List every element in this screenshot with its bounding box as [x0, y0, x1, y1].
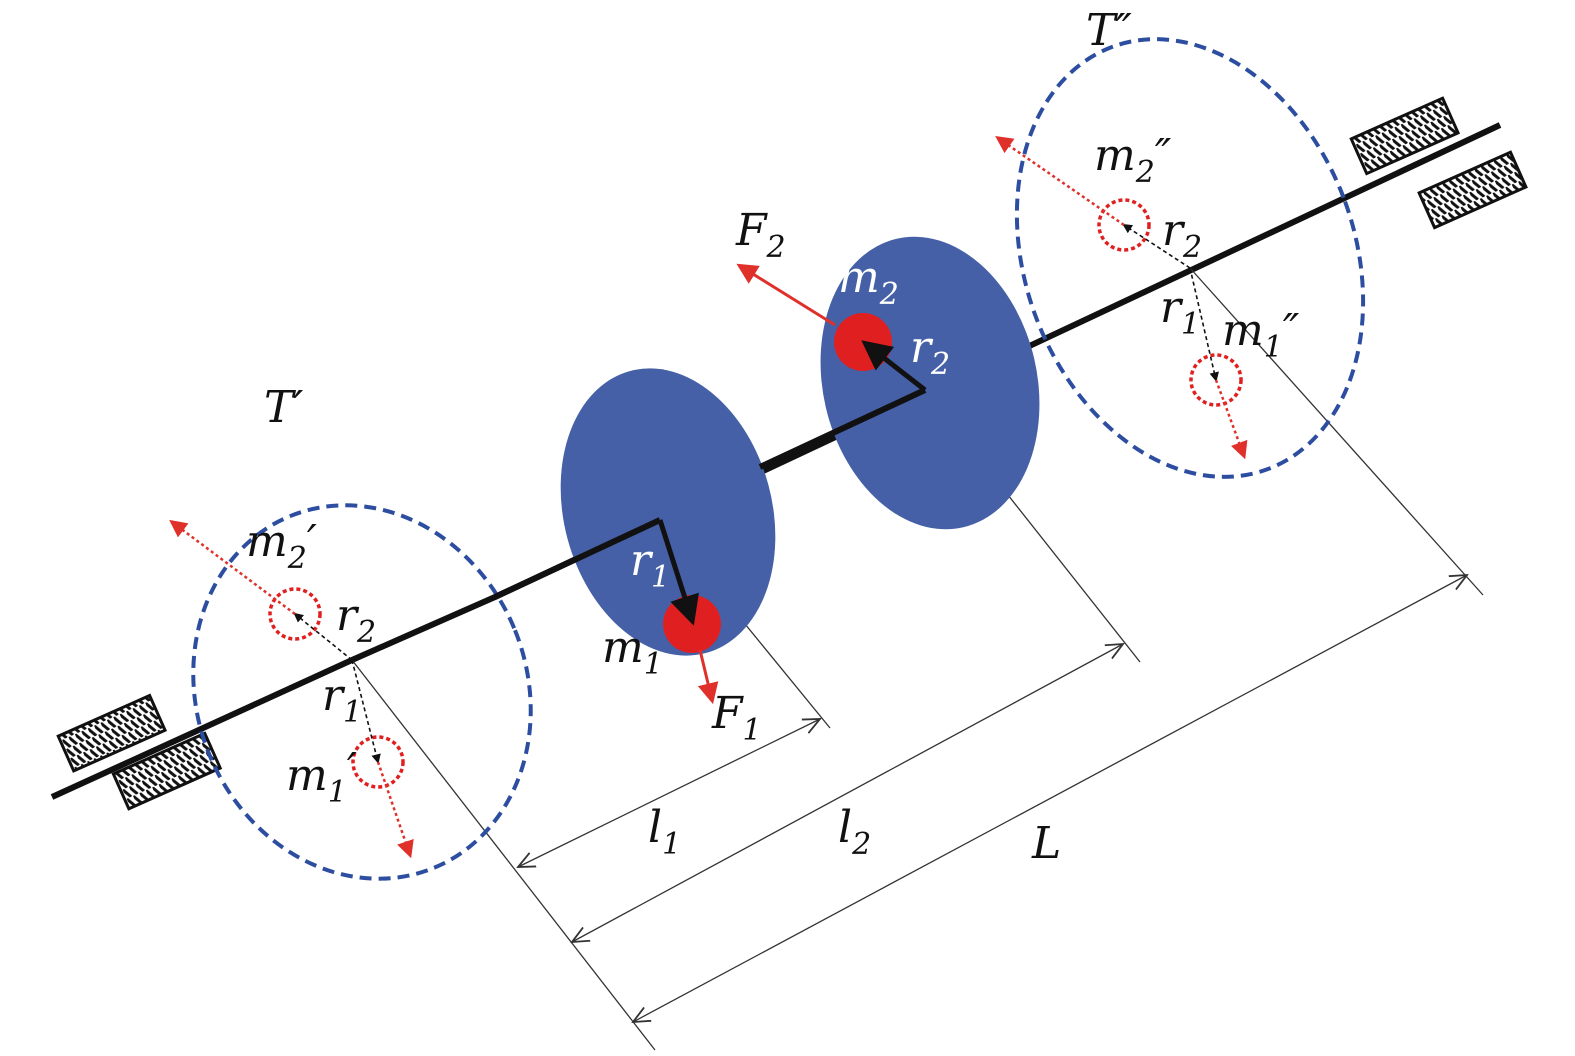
label-right-r2: r2	[1162, 205, 1202, 265]
extension-line-right-plane	[1189, 267, 1484, 596]
correction-mass-m1-right	[1189, 353, 1243, 407]
radius-r1-right	[1189, 267, 1219, 382]
label-left-m1: m1′	[286, 744, 357, 810]
label-dim-l2: l2	[838, 802, 871, 862]
dimension-lines	[351, 267, 1484, 1051]
bearing-icon-right	[1349, 96, 1528, 230]
radius-r1-left	[351, 659, 381, 764]
label-disk2-mass: m2	[838, 252, 899, 312]
radius-r2-left	[293, 612, 353, 661]
force-arrow-F2	[736, 263, 836, 327]
correction-mass-m2-right	[1097, 198, 1151, 252]
label-left-m2: m2′	[246, 516, 317, 576]
dimension-L	[633, 575, 1467, 1022]
label-plane-left: T′	[264, 382, 303, 433]
force-arrow-m1-left	[376, 761, 414, 859]
force-arrow-m1-right	[1214, 379, 1248, 460]
radius-r1-disk1	[657, 519, 699, 626]
label-right-r1: r1	[1160, 282, 1200, 342]
correction-plane-left	[169, 503, 533, 881]
radius-r2-right	[1122, 223, 1191, 269]
label-right-m1: m1″	[1222, 305, 1300, 365]
force-arrow-m2-left	[169, 519, 296, 616]
disk-2	[736, 236, 1040, 530]
label-dim-l1: l1	[648, 802, 681, 862]
correction-mass-m1-left	[351, 735, 405, 789]
unbalance-mass-m1	[663, 595, 721, 653]
label-disk2-force: F2	[735, 205, 786, 265]
unbalance-mass-m2	[834, 313, 892, 371]
force-arrow-F1	[697, 649, 719, 705]
labels: T′ T″ F2 m2 r2 r1 m1 F1 m2′ r2 r1 m1′ m2…	[246, 5, 1300, 869]
label-plane-right: T″	[1086, 5, 1132, 56]
force-arrow-m2-right	[995, 136, 1125, 227]
dimension-l2	[572, 644, 1123, 942]
correction-plane-right	[995, 37, 1366, 479]
label-disk2-radius: r2	[910, 322, 950, 382]
correction-mass-m2-left	[268, 587, 322, 641]
shaft-segment-disk1	[493, 517, 662, 600]
label-left-r1: r1	[322, 670, 362, 730]
radius-r2-disk2	[861, 340, 927, 392]
label-disk1-radius: r1	[630, 535, 670, 595]
label-disk1-mass: m1	[602, 622, 663, 682]
extension-line-left-plane	[351, 659, 656, 1051]
label-dim-L: L	[1031, 818, 1061, 869]
label-right-m2: m2″	[1094, 130, 1172, 190]
disk-1	[493, 368, 776, 705]
label-left-r2: r2	[336, 590, 376, 650]
bearing-icon-left	[56, 693, 223, 811]
shaft-segment-disk2	[758, 387, 927, 470]
label-disk1-force: F1	[711, 688, 762, 748]
